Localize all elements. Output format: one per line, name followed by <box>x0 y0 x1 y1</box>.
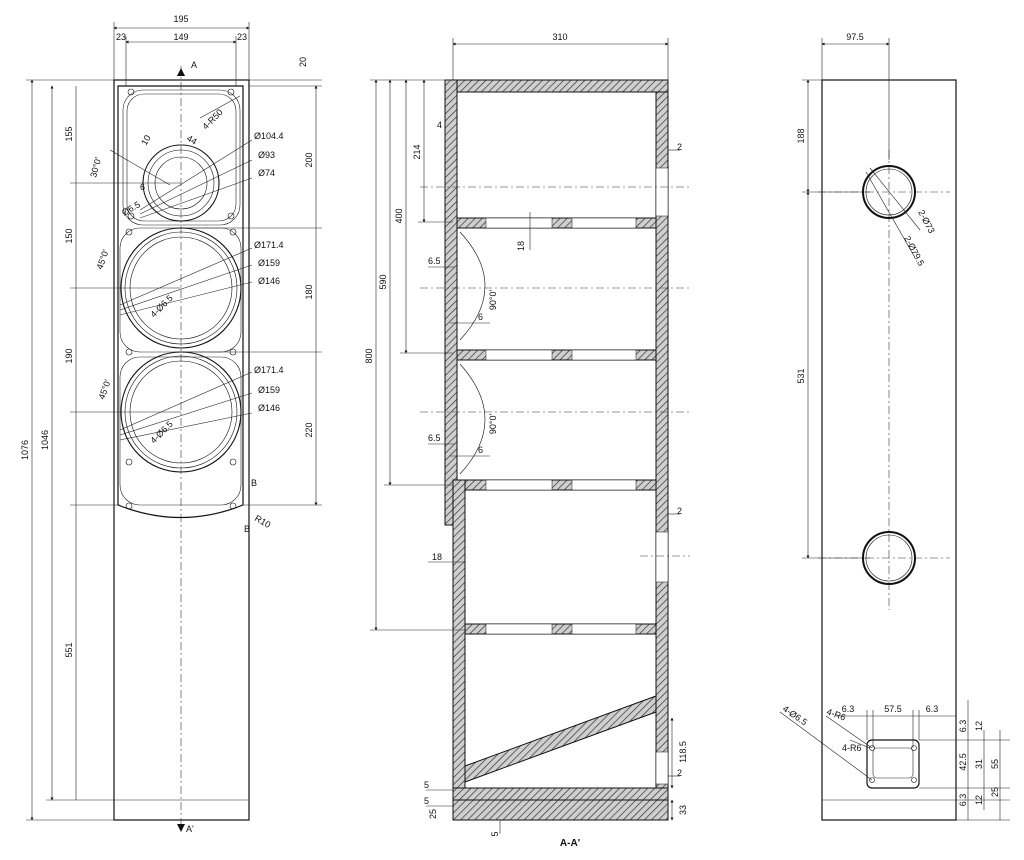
marker-a-top: A <box>191 60 197 70</box>
tweeter-angle: 30°0' <box>88 156 103 179</box>
marker-b-bottom: B <box>244 524 250 534</box>
front-view <box>26 22 322 832</box>
terminal-dim-v7: 6.3 <box>958 794 968 807</box>
woofer1-diam-1: Ø171.4 <box>254 240 284 250</box>
tweeter-diam-2: Ø93 <box>258 150 275 160</box>
section-wall-2-bottom: 2 <box>677 768 682 778</box>
terminal-dim-v1: 6.3 <box>958 720 968 733</box>
right-spacing-2: 180 <box>304 284 314 299</box>
section-panel-18-top: 18 <box>516 241 526 251</box>
section-view <box>370 38 690 834</box>
base-height-label: 551 <box>64 642 74 657</box>
woofer1-diam-2: Ø159 <box>258 258 280 268</box>
woofer2-diam-2: Ø159 <box>258 385 280 395</box>
woofer2-diam-1: Ø171.4 <box>254 365 284 375</box>
body-height-label: 1046 <box>40 430 50 450</box>
section-height-400: 400 <box>394 208 404 223</box>
terminal-dim-v2: 12 <box>974 721 984 731</box>
terminal-dim-v6: 12 <box>974 795 984 805</box>
terminal-dim-h3: 6.3 <box>926 704 939 714</box>
tweeter-diam-1: Ø104.4 <box>254 131 284 141</box>
tweeter-dim-6: 6 <box>140 182 145 192</box>
total-height-label: 1076 <box>20 440 30 460</box>
right-spacing-3: 220 <box>304 422 314 437</box>
section-bottom-5-c: 5 <box>490 831 500 836</box>
terminal-dim-h2: 57.5 <box>884 704 902 714</box>
terminal-dim-v3: 42.5 <box>958 753 968 771</box>
section-height-800: 800 <box>364 348 374 363</box>
terminal-plate <box>866 739 920 789</box>
woofer2-diam-3: Ø146 <box>258 403 280 413</box>
marker-a-bottom: A' <box>186 824 194 834</box>
section-groove-65-a: 6.5 <box>428 256 441 266</box>
woofer1-holes: 4-Ø6.5 <box>148 293 175 320</box>
section-width: 310 <box>552 32 567 42</box>
section-panel-18-side: 18 <box>432 552 442 562</box>
marker-b: B <box>251 478 257 488</box>
terminal-dim-v5: 55 <box>990 759 1000 769</box>
terminal-dim-h1: 6.3 <box>842 704 855 714</box>
rear-offset: 97.5 <box>846 32 864 42</box>
section-shelves <box>456 217 657 635</box>
rear-top-offset: 188 <box>796 128 806 143</box>
front-top-margin: 20 <box>298 57 308 67</box>
section-arc-angle-a: 90°0' <box>488 290 498 311</box>
section-bottom-5-b: 5 <box>424 796 429 806</box>
rear-port-spacing: 531 <box>796 368 806 383</box>
right-spacing-1: 200 <box>304 152 314 167</box>
rear-port-diam-inner: 2-Ø73 <box>916 208 937 235</box>
tweeter-panel <box>122 89 241 226</box>
tweeter-dim-44: 44 <box>185 133 199 147</box>
woofer2-panel <box>119 356 242 506</box>
left-spacing-1: 155 <box>64 126 74 141</box>
tweeter-diam-3: Ø74 <box>258 168 275 178</box>
rear-port-diam-outer: 2-Ø79.5 <box>902 234 926 267</box>
section-wall-4: 4 <box>437 120 442 130</box>
section-groove-6-a: 6 <box>478 312 483 322</box>
section-groove-6-b: 6 <box>478 445 483 455</box>
section-arc-angle-b: 90°0' <box>488 414 498 435</box>
woofer2-angle: 45°0' <box>96 378 112 401</box>
front-inset-right: 23 <box>237 32 247 42</box>
front-width-label: 195 <box>173 14 188 24</box>
mounting-holes <box>125 88 237 510</box>
front-inner-width: 149 <box>173 32 188 42</box>
woofer1-diam-3: Ø146 <box>258 276 280 286</box>
section-height-1185: 118.5 <box>678 741 688 763</box>
section-height-214: 214 <box>412 144 422 159</box>
left-spacing-2: 150 <box>64 228 74 243</box>
section-wall-2-mid: 2 <box>677 506 682 516</box>
tweeter-dim-10: 10 <box>139 133 153 147</box>
woofer2-holes: 4-Ø6.5 <box>148 419 175 446</box>
terminal-dim-v8: 25 <box>990 787 1000 797</box>
woofer1-angle: 45°0' <box>94 248 110 271</box>
section-bottom-33: 33 <box>678 805 688 815</box>
bottom-radius: R10 <box>253 513 272 530</box>
front-outline <box>113 79 250 821</box>
terminal-dim-v4: 31 <box>974 759 984 769</box>
front-inset-left: 23 <box>116 32 126 42</box>
corner-radius-label: 4-R50 <box>200 107 224 131</box>
front-leaders <box>109 95 253 441</box>
terminal-radius-b: 4-R6 <box>842 743 862 753</box>
section-label: A-A' <box>560 838 580 849</box>
section-bottom-5-a: 5 <box>424 780 429 790</box>
section-groove-65-b: 6.5 <box>428 433 441 443</box>
section-wall-2-top: 2 <box>677 142 682 152</box>
left-spacing-3: 190 <box>64 348 74 363</box>
section-height-590: 590 <box>378 274 388 289</box>
section-bottom-25: 25 <box>428 809 438 819</box>
rear-view <box>779 38 1010 821</box>
